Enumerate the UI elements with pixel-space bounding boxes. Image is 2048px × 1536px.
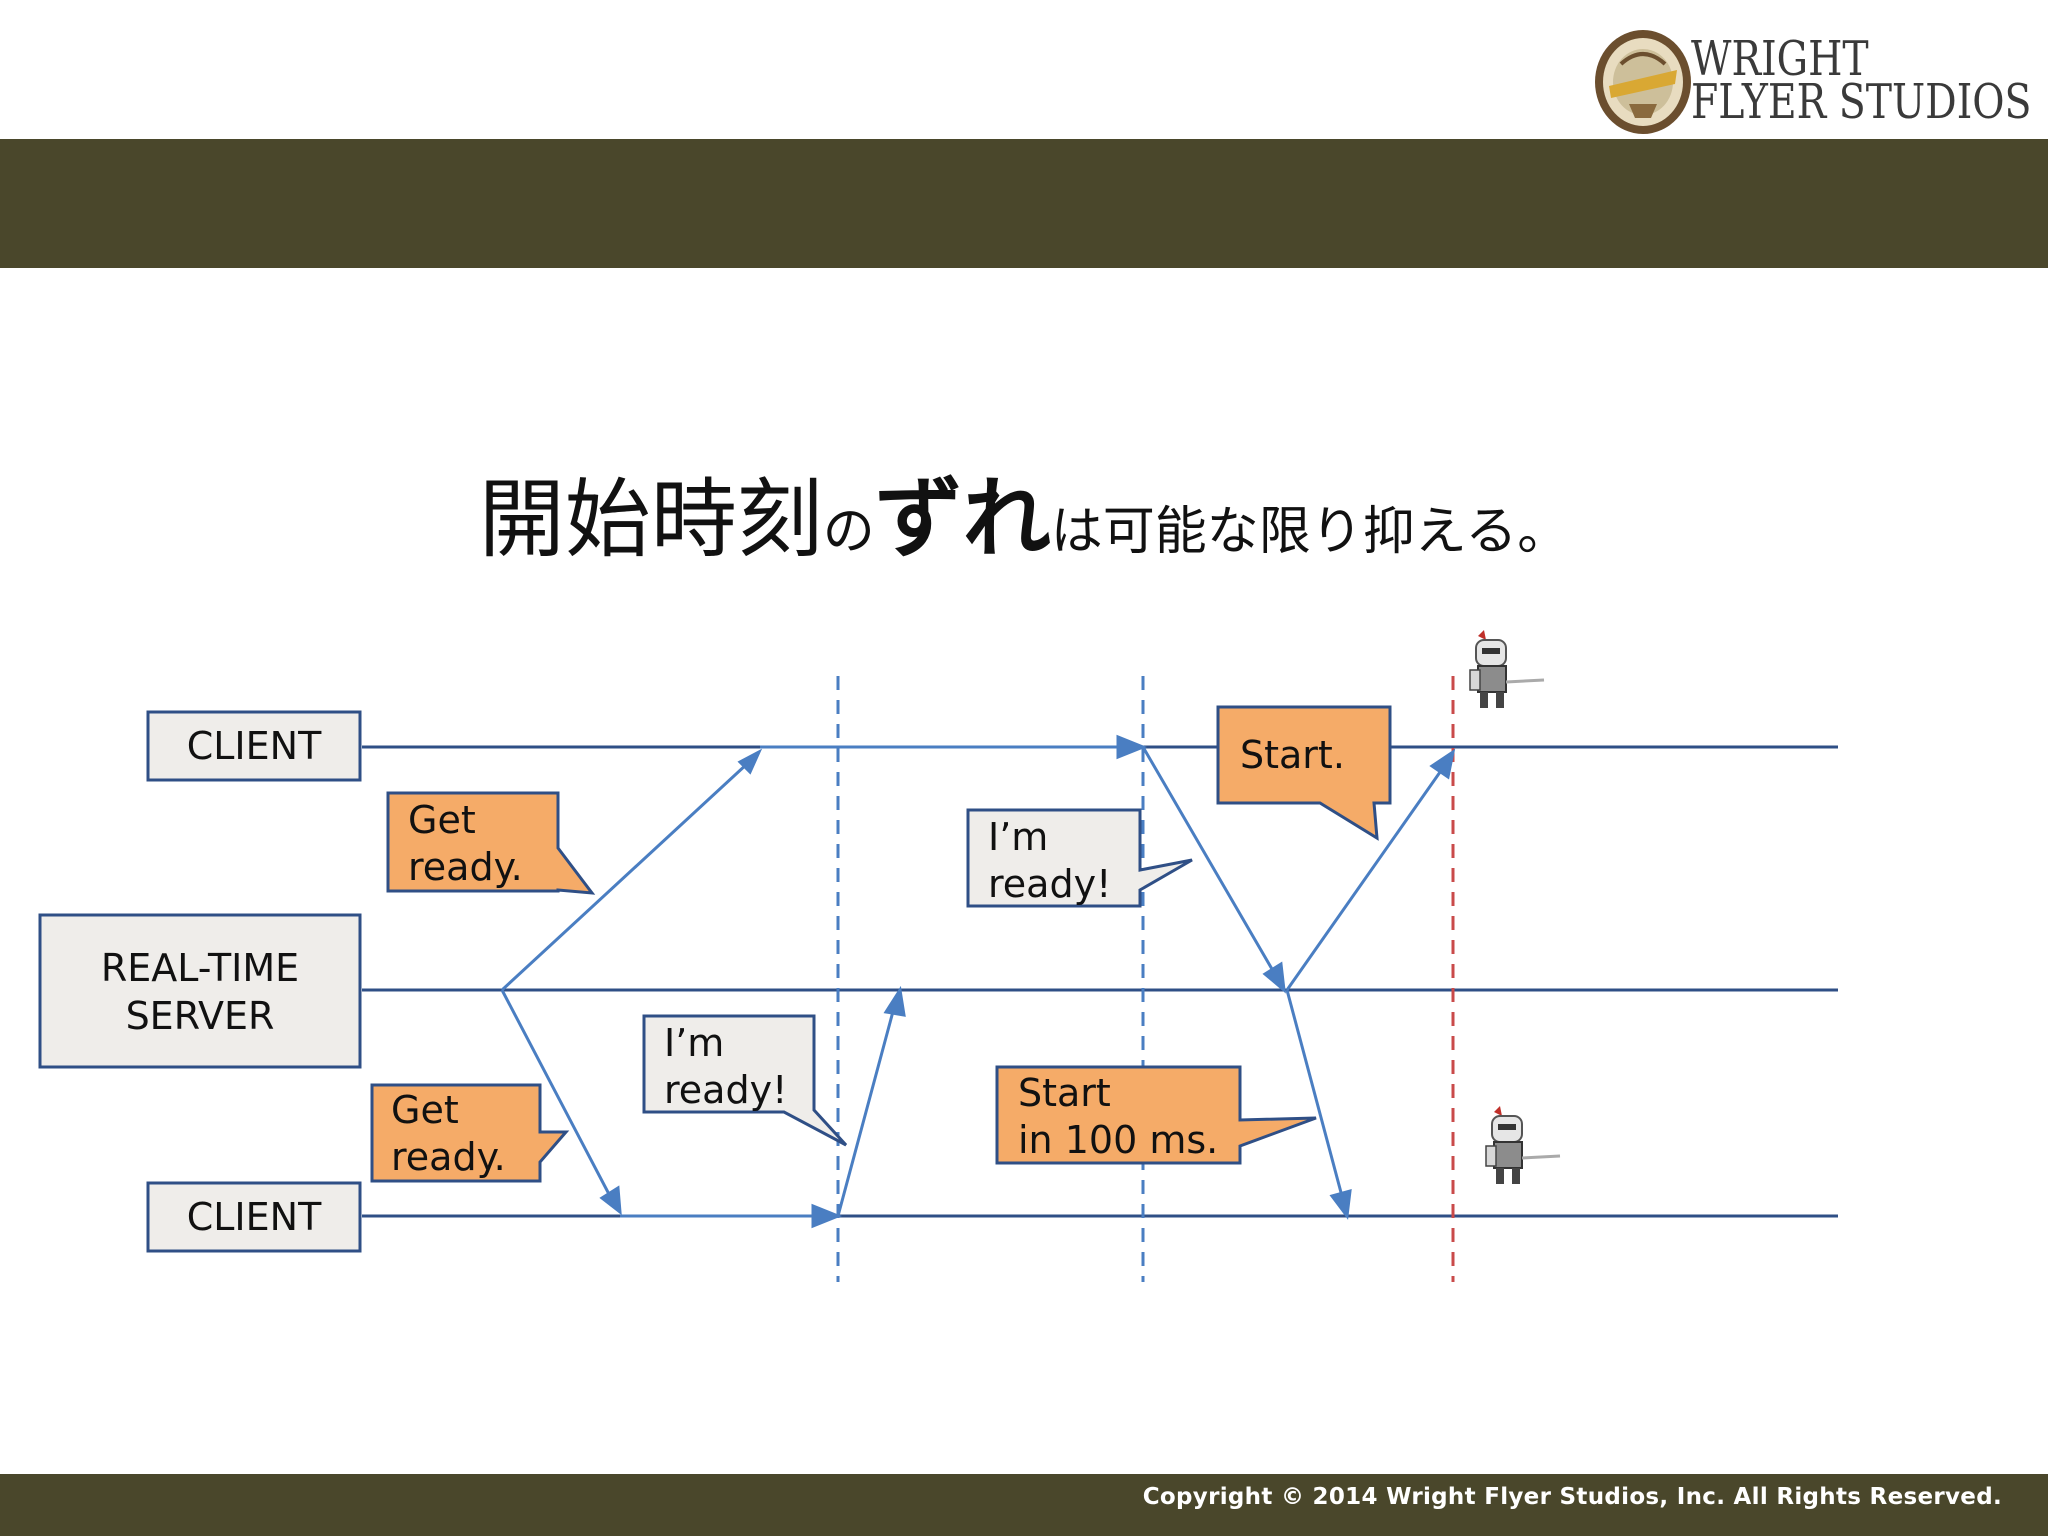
callout-im-ready-top: [966, 808, 1193, 908]
arrowhead-2: [1116, 734, 1148, 760]
arrowhead-6: [1262, 961, 1286, 994]
logo-line-2: FLYER STUDIOS: [1691, 74, 2032, 130]
header-band: [0, 139, 2048, 268]
arrowhead-4: [811, 1203, 843, 1229]
im-ready-top-line-1: I’m: [988, 815, 1048, 859]
copyright-text: Copyright © 2014 Wright Flyer Studios, I…: [1142, 1484, 2002, 1510]
callout-im-ready-bottom: [642, 1014, 848, 1147]
client-top-label: CLIENT: [187, 724, 322, 768]
im-ready-top-line-2: ready!: [988, 862, 1111, 906]
callout-start-bottom: [995, 1065, 1317, 1165]
client-bottom-box: [146, 1181, 362, 1253]
arrowhead-1: [737, 748, 763, 775]
arrow-start-bottom: [1285, 989, 1345, 1201]
im-ready-bottom-line-2: ready!: [664, 1068, 787, 1112]
arrowhead-3: [599, 1185, 622, 1216]
get-ready-bottom-line-1: Get: [391, 1088, 459, 1132]
wright-flyer-studios-logo: WRIGHT FLYER STUDIOS: [1585, 20, 2032, 140]
server-label-line-2: SERVER: [126, 994, 275, 1038]
server-label-line-1: REAL-TIME: [101, 946, 299, 990]
arrow-ready-top: [1141, 746, 1278, 977]
title-part-4: は可能な限り抑える。: [1050, 502, 1570, 562]
start-top-line-1: Start.: [1240, 733, 1345, 777]
title-part-1: 開始時刻: [478, 470, 823, 570]
arrowhead-8: [1329, 1188, 1352, 1220]
slide-title: 開始時刻のずれは可能な限り抑える。: [0, 448, 2048, 575]
arrow-ready-bottom: [836, 1003, 897, 1217]
callout-get-ready-top: [386, 791, 596, 895]
start-bottom-line-2: in 100 ms.: [1018, 1118, 1218, 1162]
callout-get-ready-bottom: [370, 1083, 570, 1183]
get-ready-top-line-1: Get: [408, 798, 476, 842]
im-ready-bottom-line-1: I’m: [664, 1021, 724, 1065]
title-part-2: の: [822, 502, 875, 562]
arrow-get-ready-bottom: [500, 989, 613, 1199]
get-ready-bottom-line-2: ready.: [391, 1135, 506, 1179]
server-box: [38, 913, 362, 1069]
start-bottom-line-1: Start: [1018, 1071, 1111, 1115]
get-ready-top-line-2: ready.: [408, 845, 523, 889]
arrowhead-5: [883, 985, 906, 1017]
client-top-box: [146, 710, 362, 782]
logo-emblem-icon: [1595, 30, 1691, 134]
knight-character-icon-top: [1469, 630, 1545, 708]
callout-start-top: [1216, 705, 1392, 841]
footer-band: [0, 1474, 2048, 1536]
arrow-start-top: [1285, 764, 1447, 991]
knight-character-icon-bottom: [1485, 1106, 1561, 1184]
logo-line-1: WRIGHT: [1691, 31, 1869, 87]
arrowhead-7: [1429, 748, 1456, 780]
client-bottom-label: CLIENT: [187, 1195, 322, 1239]
title-part-3: ずれ: [874, 467, 1051, 570]
arrow-get-ready-top: [500, 761, 750, 992]
